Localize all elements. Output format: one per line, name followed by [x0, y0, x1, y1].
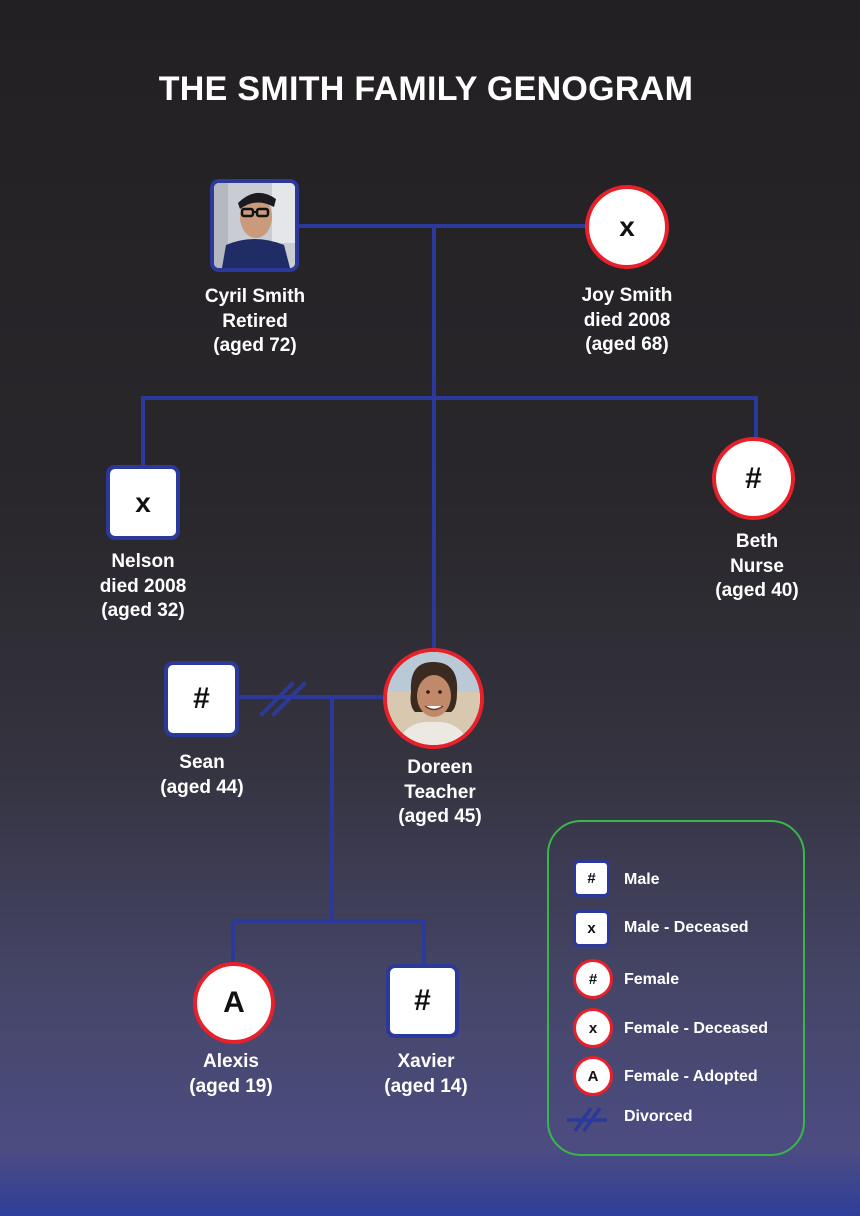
nelson-age: (aged 32) [101, 600, 185, 621]
sean-node[interactable]: # [164, 661, 239, 737]
xavier-name: Xavier [397, 1051, 455, 1072]
divorce-slash-1 [259, 681, 295, 717]
legend-row-female: # Female [549, 959, 799, 999]
legend: # Male x Male - Deceased # Female x Fema… [547, 820, 805, 1156]
legend-row-male: # Male [549, 860, 799, 898]
legend-row-female-adopted: A Female - Adopted [549, 1056, 799, 1096]
alexis-age: (aged 19) [189, 1075, 273, 1097]
legend-female-deceased-glyph: x [588, 1019, 598, 1037]
legend-male-label: Male [624, 871, 660, 888]
beth-occupation: Nurse [730, 555, 784, 577]
male-marker: # [414, 984, 431, 1017]
divorce-slash-2 [271, 681, 307, 717]
doreen-occupation: Teacher [404, 781, 476, 803]
cyril-occupation: Retired [222, 310, 288, 332]
joy-name: Joy Smith [581, 285, 673, 306]
legend-row-divorced: Divorced [549, 1102, 799, 1140]
sean-age: (aged 44) [160, 776, 244, 798]
legend-female-symbol: # [573, 959, 613, 999]
elderly-man-photo [214, 183, 295, 268]
xavier-age: (aged 14) [384, 1075, 468, 1097]
legend-male-glyph: # [587, 870, 596, 887]
legend-divorced-label: Divorced [624, 1108, 693, 1125]
nelson-label: Nelson died 2008 (aged 32) [33, 550, 253, 624]
beth-node[interactable]: # [712, 437, 795, 520]
alexis-label: Alexis (aged 19) [121, 1050, 341, 1099]
beth-age: (aged 40) [715, 580, 799, 601]
legend-male-symbol: # [573, 860, 610, 897]
sean-name: Sean [179, 752, 225, 773]
divorce-slash-icon [567, 1107, 607, 1132]
doreen-name: Doreen [407, 757, 473, 778]
doreen-age: (aged 45) [398, 806, 482, 827]
woman-photo [387, 652, 480, 745]
alexis-name: Alexis [203, 1051, 259, 1072]
legend-male-deceased-glyph: x [587, 920, 596, 937]
doreen-photo-node[interactable] [383, 648, 484, 749]
adopted-marker: A [223, 986, 245, 1019]
legend-female-deceased-symbol: x [573, 1008, 613, 1048]
nelson-node[interactable]: x [106, 465, 180, 540]
legend-female-deceased-label: Female - Deceased [624, 1020, 769, 1037]
deceased-marker: x [619, 211, 635, 242]
nelson-status: died 2008 [99, 575, 187, 597]
xavier-node[interactable]: # [386, 964, 459, 1038]
legend-female-adopted-label: Female - Adopted [624, 1068, 758, 1085]
joy-age: (aged 68) [585, 334, 669, 355]
doreen-label: Doreen Teacher (aged 45) [330, 756, 550, 830]
joy-label: Joy Smith died 2008 (aged 68) [517, 284, 737, 358]
alexis-node[interactable]: A [193, 962, 275, 1044]
page-title: THE SMITH FAMILY GENOGRAM [158, 70, 694, 108]
xavier-label: Xavier (aged 14) [316, 1050, 536, 1099]
joy-status: died 2008 [583, 309, 671, 331]
beth-label: Beth Nurse (aged 40) [647, 530, 860, 604]
legend-male-deceased-label: Male - Deceased [624, 919, 749, 936]
sean-label: Sean (aged 44) [92, 751, 312, 800]
beth-name: Beth [735, 531, 779, 552]
cyril-name: Cyril Smith [204, 286, 306, 307]
cyril-photo-node[interactable] [210, 179, 299, 272]
cyril-age: (aged 72) [213, 335, 297, 356]
male-marker: # [193, 682, 210, 715]
joy-node[interactable]: x [585, 185, 669, 269]
legend-female-glyph: # [588, 970, 598, 988]
deceased-marker: x [135, 486, 151, 518]
legend-row-male-deceased: x Male - Deceased [549, 910, 799, 948]
nelson-name: Nelson [111, 551, 175, 572]
legend-female-adopted-symbol: A [573, 1056, 613, 1096]
legend-row-female-deceased: x Female - Deceased [549, 1008, 799, 1048]
legend-female-adopted-glyph: A [587, 1067, 599, 1085]
cyril-label: Cyril Smith Retired (aged 72) [145, 285, 365, 359]
legend-male-deceased-symbol: x [573, 910, 610, 947]
legend-female-label: Female [624, 971, 680, 988]
female-marker: # [745, 461, 762, 495]
